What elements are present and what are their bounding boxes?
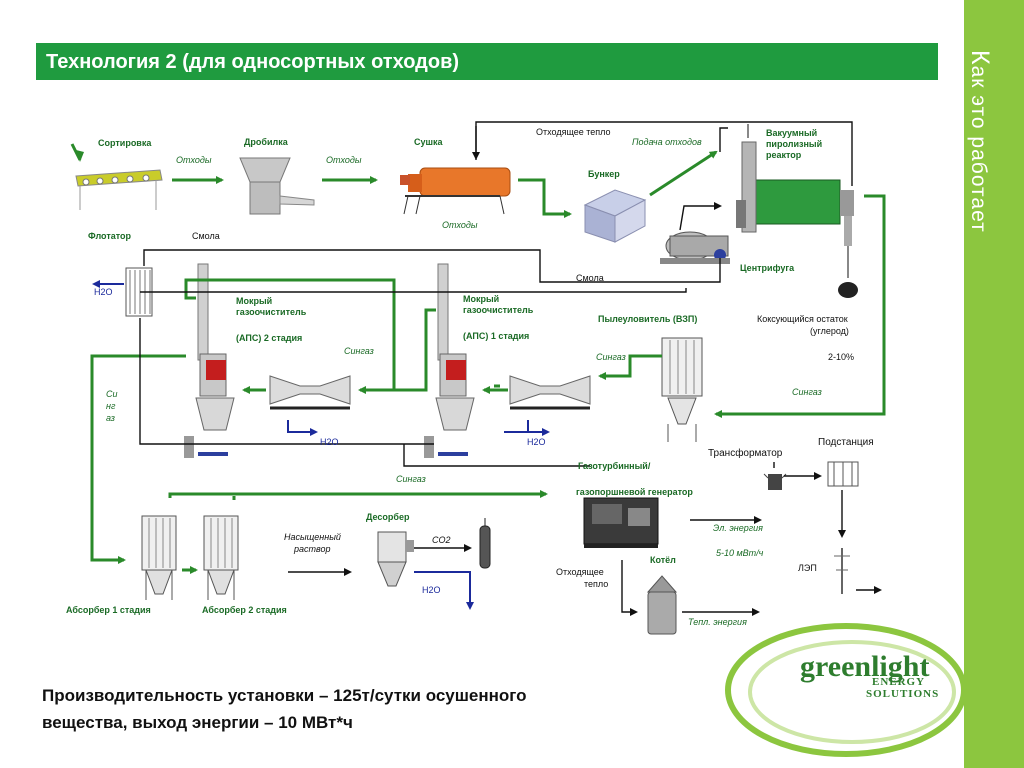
label-syngas-vert-2: нг — [106, 401, 116, 411]
label-resin-1: Смола — [192, 231, 220, 241]
substation-icon — [827, 461, 859, 487]
label-syngas-vert-3: аз — [106, 413, 115, 423]
label-exhaust-heat-2: тепло — [584, 579, 609, 589]
label-bunker: Бункер — [588, 169, 620, 179]
label-flotator: Флотатор — [88, 231, 132, 241]
label-resin-2: Смола — [576, 273, 604, 283]
venturi-1-icon — [509, 375, 591, 410]
wet-scrubber-2-icon — [184, 263, 235, 458]
label-waste-2: Отходы — [326, 155, 362, 165]
label-wet-scrubber-2-a: Мокрый — [236, 296, 273, 306]
label-wet-scrubber-2-c: (АПС) 2 стадия — [236, 333, 303, 343]
label-saturated-1: Насыщенный — [284, 532, 341, 542]
title-bar — [36, 43, 938, 80]
label-sorting: Сортировка — [98, 138, 152, 148]
label-gas-turbine-1: Газотурбинный/ — [578, 461, 651, 471]
boiler-icon — [646, 575, 678, 635]
label-h2o-desorber: H2O — [422, 585, 441, 595]
logo-swoosh-icon — [725, 623, 967, 757]
centrifuge-icon — [660, 231, 730, 264]
capacity-line-2: вещества, выход энергии – 10 МВт*ч — [42, 713, 353, 732]
absorber-2-icon — [203, 515, 239, 600]
label-syngas-c: Сингаз — [792, 387, 822, 397]
co2-cylinder-icon — [479, 518, 491, 569]
label-coke-1: Коксующийся остаток — [757, 314, 848, 324]
bunker-icon — [583, 189, 647, 243]
label-syngas-b: Сингаз — [596, 352, 626, 362]
label-exhaust-heat-top: Отходящее тепло — [536, 127, 611, 137]
label-coke-2: (углерод) — [810, 326, 849, 336]
label-dust-catcher: Пылеуловитель (ВЗП) — [598, 314, 698, 324]
label-gas-turbine-2: газопоршневой генератор — [576, 487, 693, 497]
label-saturated-2: раствор — [294, 544, 331, 554]
side-band — [964, 0, 1024, 768]
crusher-icon — [239, 157, 315, 215]
label-absorber-2: Абсорбер 2 стадия — [202, 605, 287, 615]
power-line-tower-icon — [834, 548, 850, 594]
logo-line-2: SOLUTIONS — [866, 688, 940, 700]
page-title: Технология 2 (для односортных отходов) — [46, 51, 460, 73]
label-reactor-3: реактор — [766, 150, 802, 160]
label-wet-scrubber-1-c: (АПС) 1 стадия — [463, 331, 530, 341]
capacity-line-1: Производительность установки – 125т/сутк… — [42, 686, 527, 705]
pyrolysis-reactor-icon — [736, 124, 854, 246]
label-absorber-1: Абсорбер 1 стадия — [66, 605, 151, 615]
label-centrifuge: Центрифуга — [740, 263, 795, 273]
label-crusher: Дробилка — [244, 137, 288, 147]
label-wet-scrubber-1-a: Мокрый — [463, 294, 500, 304]
label-transformer: Трансформатор — [708, 448, 783, 459]
coke-residue-icon — [838, 246, 858, 298]
label-waste-1: Отходы — [176, 155, 212, 165]
label-syngas-d: Сингаз — [396, 474, 426, 484]
label-reactor-1: Вакуумный — [766, 128, 818, 138]
logo-wordmark: greenlight — [800, 650, 930, 683]
label-h2o-a: H2O — [320, 437, 339, 447]
label-el-energy: Эл. энергия — [713, 523, 763, 533]
gas-generator-icon — [583, 497, 659, 548]
label-reactor-2: пиролизный — [766, 139, 823, 149]
logo-line-1: ENERGY — [872, 676, 926, 688]
label-syngas-a: Сингаз — [344, 346, 374, 356]
label-boiler: Котёл — [650, 555, 676, 565]
label-heat-energy: Тепл. энергия — [688, 617, 747, 627]
label-wet-scrubber-2-b: газоочиститель — [236, 307, 307, 317]
label-waste-feed: Подача отходов — [632, 137, 702, 147]
label-coke-pct: 2-10% — [828, 352, 855, 362]
transformer-icon — [763, 473, 787, 490]
label-desorber: Десорбер — [366, 512, 410, 522]
wet-scrubber-1-icon — [424, 263, 475, 458]
label-h2o-b: H2O — [527, 437, 546, 447]
desorber-icon — [377, 531, 414, 587]
capacity-summary: Производительность установки – 125т/сутк… — [42, 682, 527, 736]
label-exhaust-heat-1: Отходящее — [556, 567, 604, 577]
absorber-1-icon — [141, 515, 177, 600]
label-waste-3: Отходы — [442, 220, 478, 230]
label-syngas-vert-1: Си — [106, 389, 118, 399]
label-dryer: Сушка — [414, 137, 443, 147]
label-co2: CO2 — [432, 535, 451, 545]
label-wet-scrubber-1-b: газоочиститель — [463, 305, 534, 315]
venturi-2-icon — [269, 375, 351, 410]
label-h2o-flotator: H2O — [94, 287, 113, 297]
dust-catcher-icon — [661, 337, 703, 442]
label-power-line: ЛЭП — [798, 563, 817, 573]
flotator-icon — [125, 267, 153, 317]
label-substation: Подстанция — [818, 437, 874, 448]
sorting-conveyor-icon — [70, 143, 163, 210]
dryer-icon — [400, 167, 511, 215]
label-mw: 5-10 мВт/ч — [716, 548, 764, 558]
